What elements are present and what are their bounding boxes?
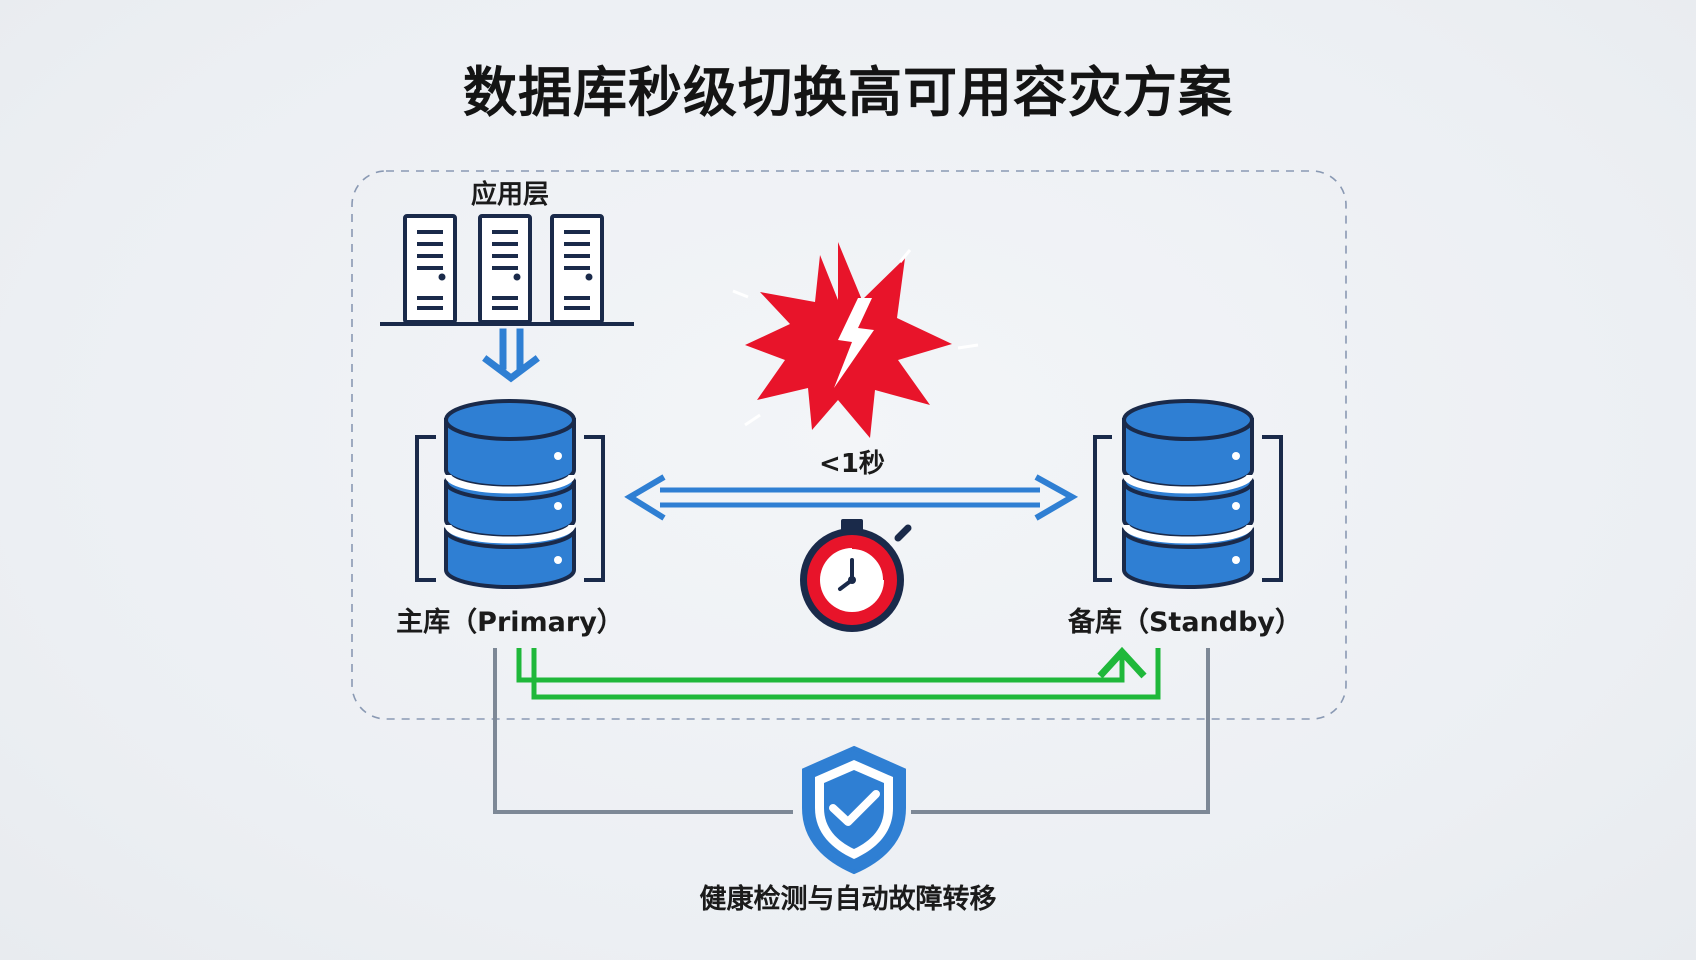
- app-to-primary-arrow: [482, 328, 540, 383]
- standby-database-icon: [1093, 399, 1283, 589]
- switch-time-label: <1秒: [819, 449, 885, 479]
- failover-bidirectional-arrow: [624, 474, 1079, 521]
- shield-check-icon: [802, 745, 906, 875]
- standby-db-label: 备库（Standby）: [1067, 607, 1303, 638]
- app-layer-label: 应用层: [470, 180, 549, 210]
- primary-database-icon: [415, 399, 605, 589]
- replication-sync-path: [516, 646, 1161, 700]
- primary-db-label: 主库（Primary）: [396, 607, 624, 638]
- lightning-burst-icon: [732, 242, 979, 438]
- health-check-label: 健康检测与自动故障转移: [699, 884, 997, 915]
- server-rack-icon: [380, 214, 634, 326]
- system-boundary: [351, 170, 1347, 720]
- stopwatch-icon: [800, 519, 912, 632]
- page-title: 数据库秒级切换高可用容灾方案: [463, 61, 1233, 124]
- health-check-path: [493, 648, 1210, 814]
